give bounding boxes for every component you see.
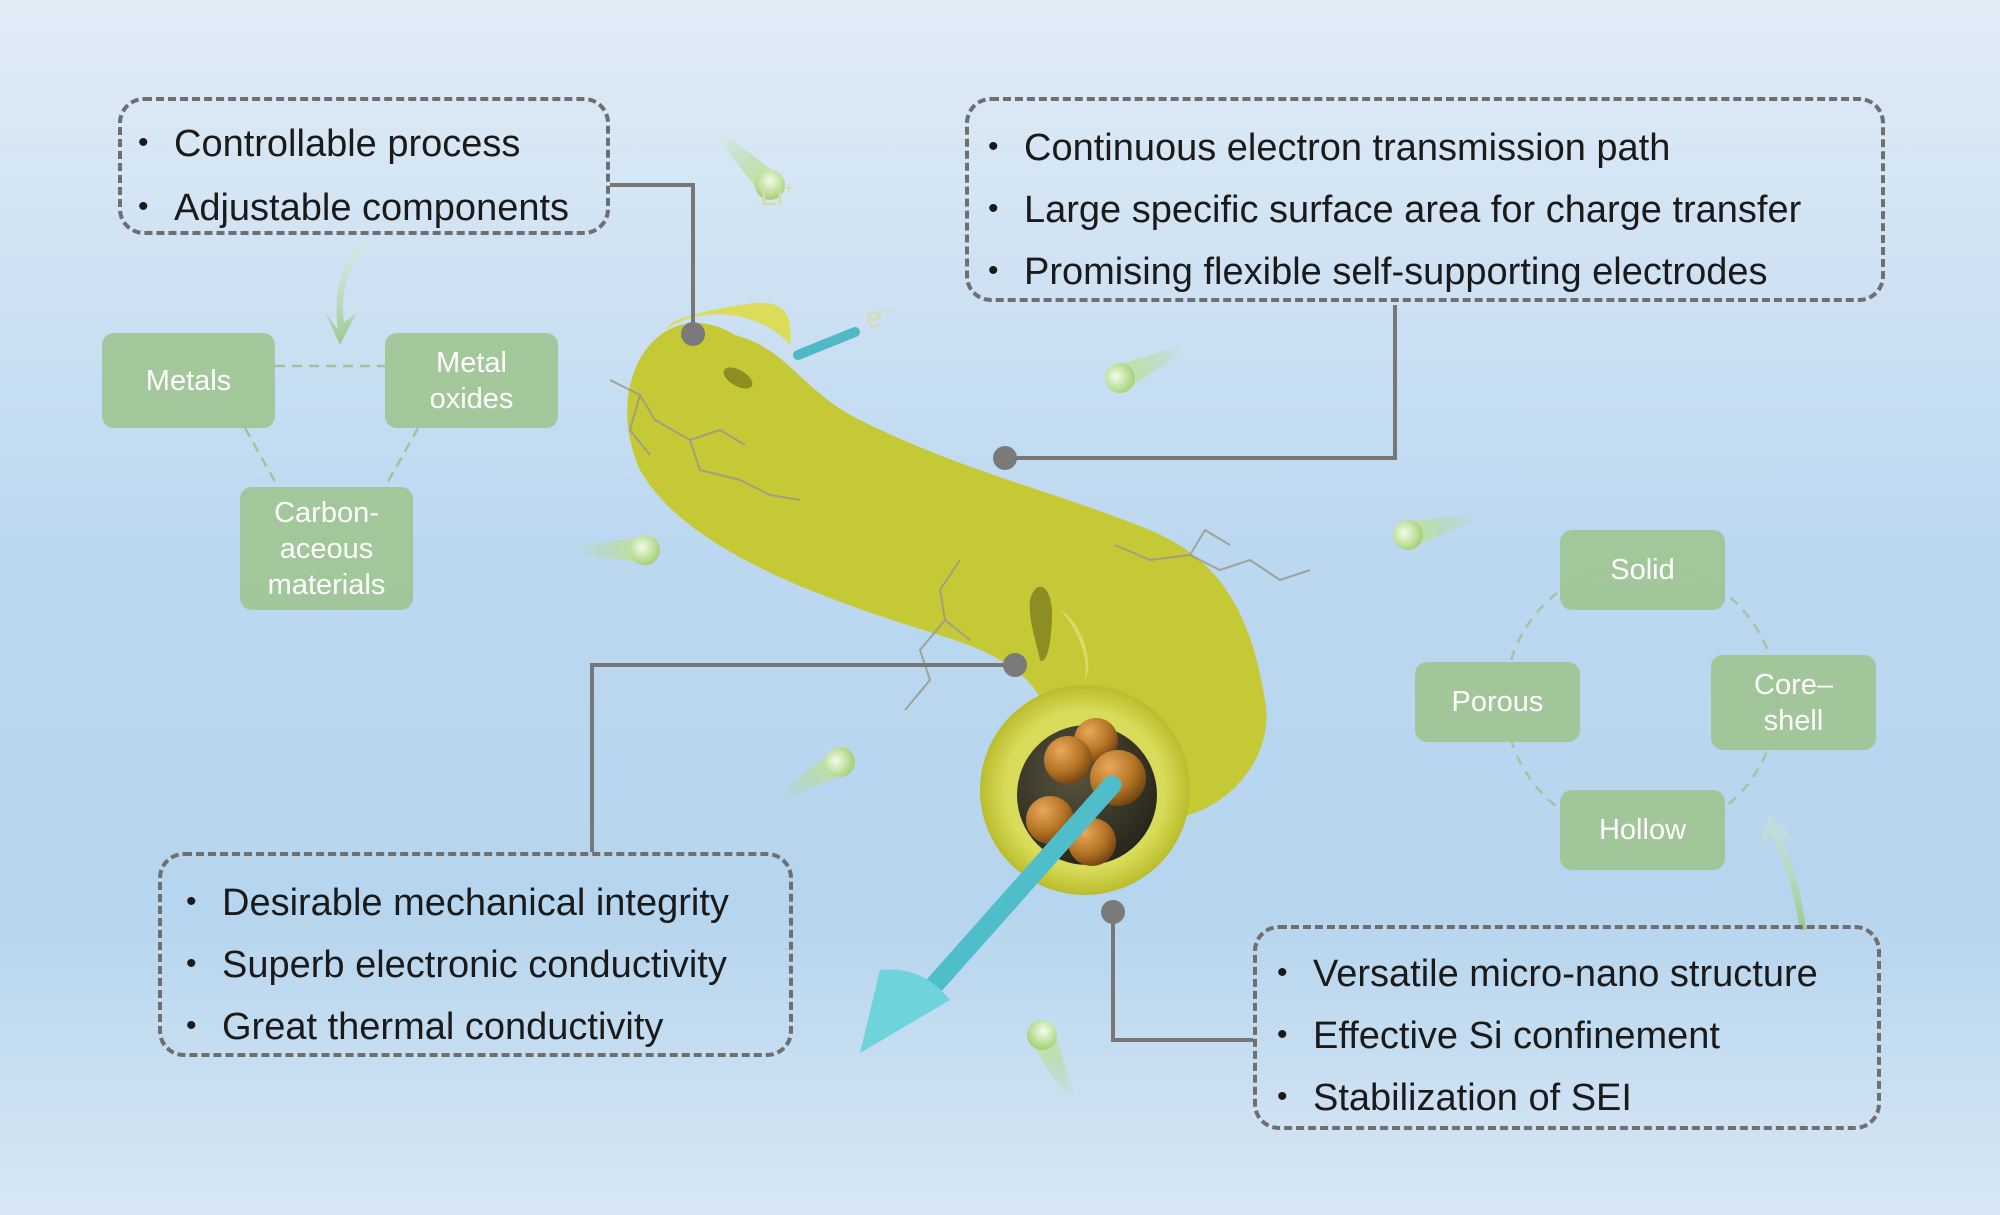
electron-label: e− [866,300,893,335]
tag-porous-label: Porous [1451,686,1544,718]
structures-arrow [1758,812,1806,930]
tag-metal-oxides-label: Metal oxides [429,346,514,415]
box-structure-features: Versatile micro-nano structure Effective… [1253,925,1881,1130]
tag-solid-label: Solid [1610,554,1675,586]
feature-item: Stabilization of SEI [1277,1079,1818,1117]
box-carbon-features: Desirable mechanical integrity Superb el… [158,852,793,1057]
tag-solid: Solid [1560,530,1725,610]
electron-arrow-small [793,327,860,360]
tag-hollow: Hollow [1560,790,1725,870]
feature-item: Great thermal conductivity [186,1008,729,1046]
component-links [243,364,420,488]
feature-item: Adjustable components [138,189,569,227]
electron-text: e [866,301,883,334]
nanofiber-tube [609,302,1311,895]
feature-item: Large specific surface area for charge t… [988,191,1801,229]
box-fiber-features: Continuous electron transmission path La… [965,97,1885,302]
feature-item: Effective Si confinement [1277,1017,1818,1055]
tag-hollow-label: Hollow [1598,814,1687,846]
feature-item: Desirable mechanical integrity [186,884,729,922]
feature-item: Superb electronic conductivity [186,946,729,984]
tag-porous: Porous [1415,662,1580,742]
feature-item: Continuous electron transmission path [988,129,1801,167]
box-fabrication-features: Controllable process Adjustable componen… [118,97,610,235]
tag-carbonaceous: Carbon- aceous materials [240,487,413,610]
tag-carbonaceous-label: Carbon- aceous materials [267,496,386,601]
li-text: Li [760,179,784,212]
feature-item: Versatile micro-nano structure [1277,955,1818,993]
electron-arrow-large [860,775,1122,1053]
tag-core-shell-label: Core– shell [1754,668,1833,737]
feature-item: Controllable process [138,125,569,163]
components-arrow [325,240,370,345]
connector-lines [590,183,1397,1042]
electron-charge: − [882,300,894,320]
tag-metals-label: Metals [145,364,232,397]
feature-item: Promising flexible self-supporting elect… [988,253,1801,291]
tag-metals: Metals [102,333,275,428]
tag-core-shell: Core– shell [1711,655,1876,750]
tag-metal-oxides: Metal oxides [385,333,558,428]
lithium-ions [575,132,1477,1101]
lithium-ion-label: Li+ [760,178,794,213]
li-charge: + [783,178,794,198]
connector-dots [681,322,1125,924]
si-particles [1026,718,1146,866]
